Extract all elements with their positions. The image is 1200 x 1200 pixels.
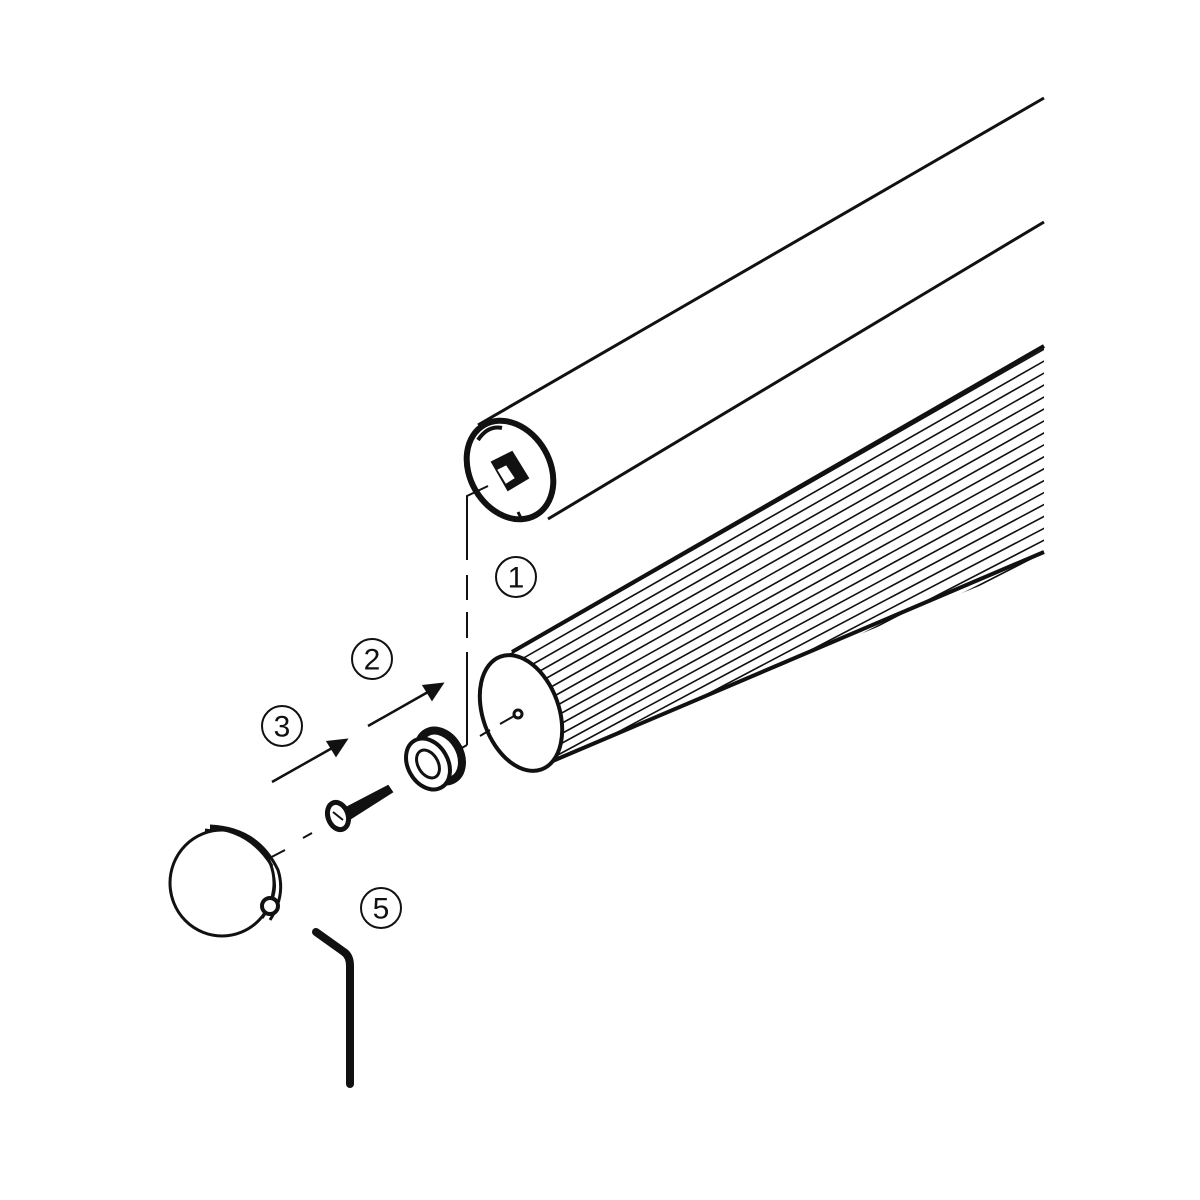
direction-arrow-3 xyxy=(271,738,349,784)
callout-5: 5 xyxy=(360,887,402,929)
callout-5-label: 5 xyxy=(373,893,390,926)
direction-arrow-2 xyxy=(367,682,445,728)
aluminium-profile-rail xyxy=(463,96,1045,523)
callout-2: 2 xyxy=(351,638,393,680)
callout-1: 1 xyxy=(495,556,537,598)
callout-1-label: 1 xyxy=(508,562,525,595)
alignment-line-1 xyxy=(459,485,489,750)
hex-key xyxy=(312,928,354,1088)
end-bushing xyxy=(404,726,466,792)
callout-2-label: 2 xyxy=(364,644,381,677)
callout-3-label: 3 xyxy=(274,711,291,744)
end-cap xyxy=(168,824,283,938)
wood-screw xyxy=(324,784,394,833)
grooved-wooden-handrail xyxy=(477,344,1045,773)
callout-3: 3 xyxy=(261,705,303,747)
